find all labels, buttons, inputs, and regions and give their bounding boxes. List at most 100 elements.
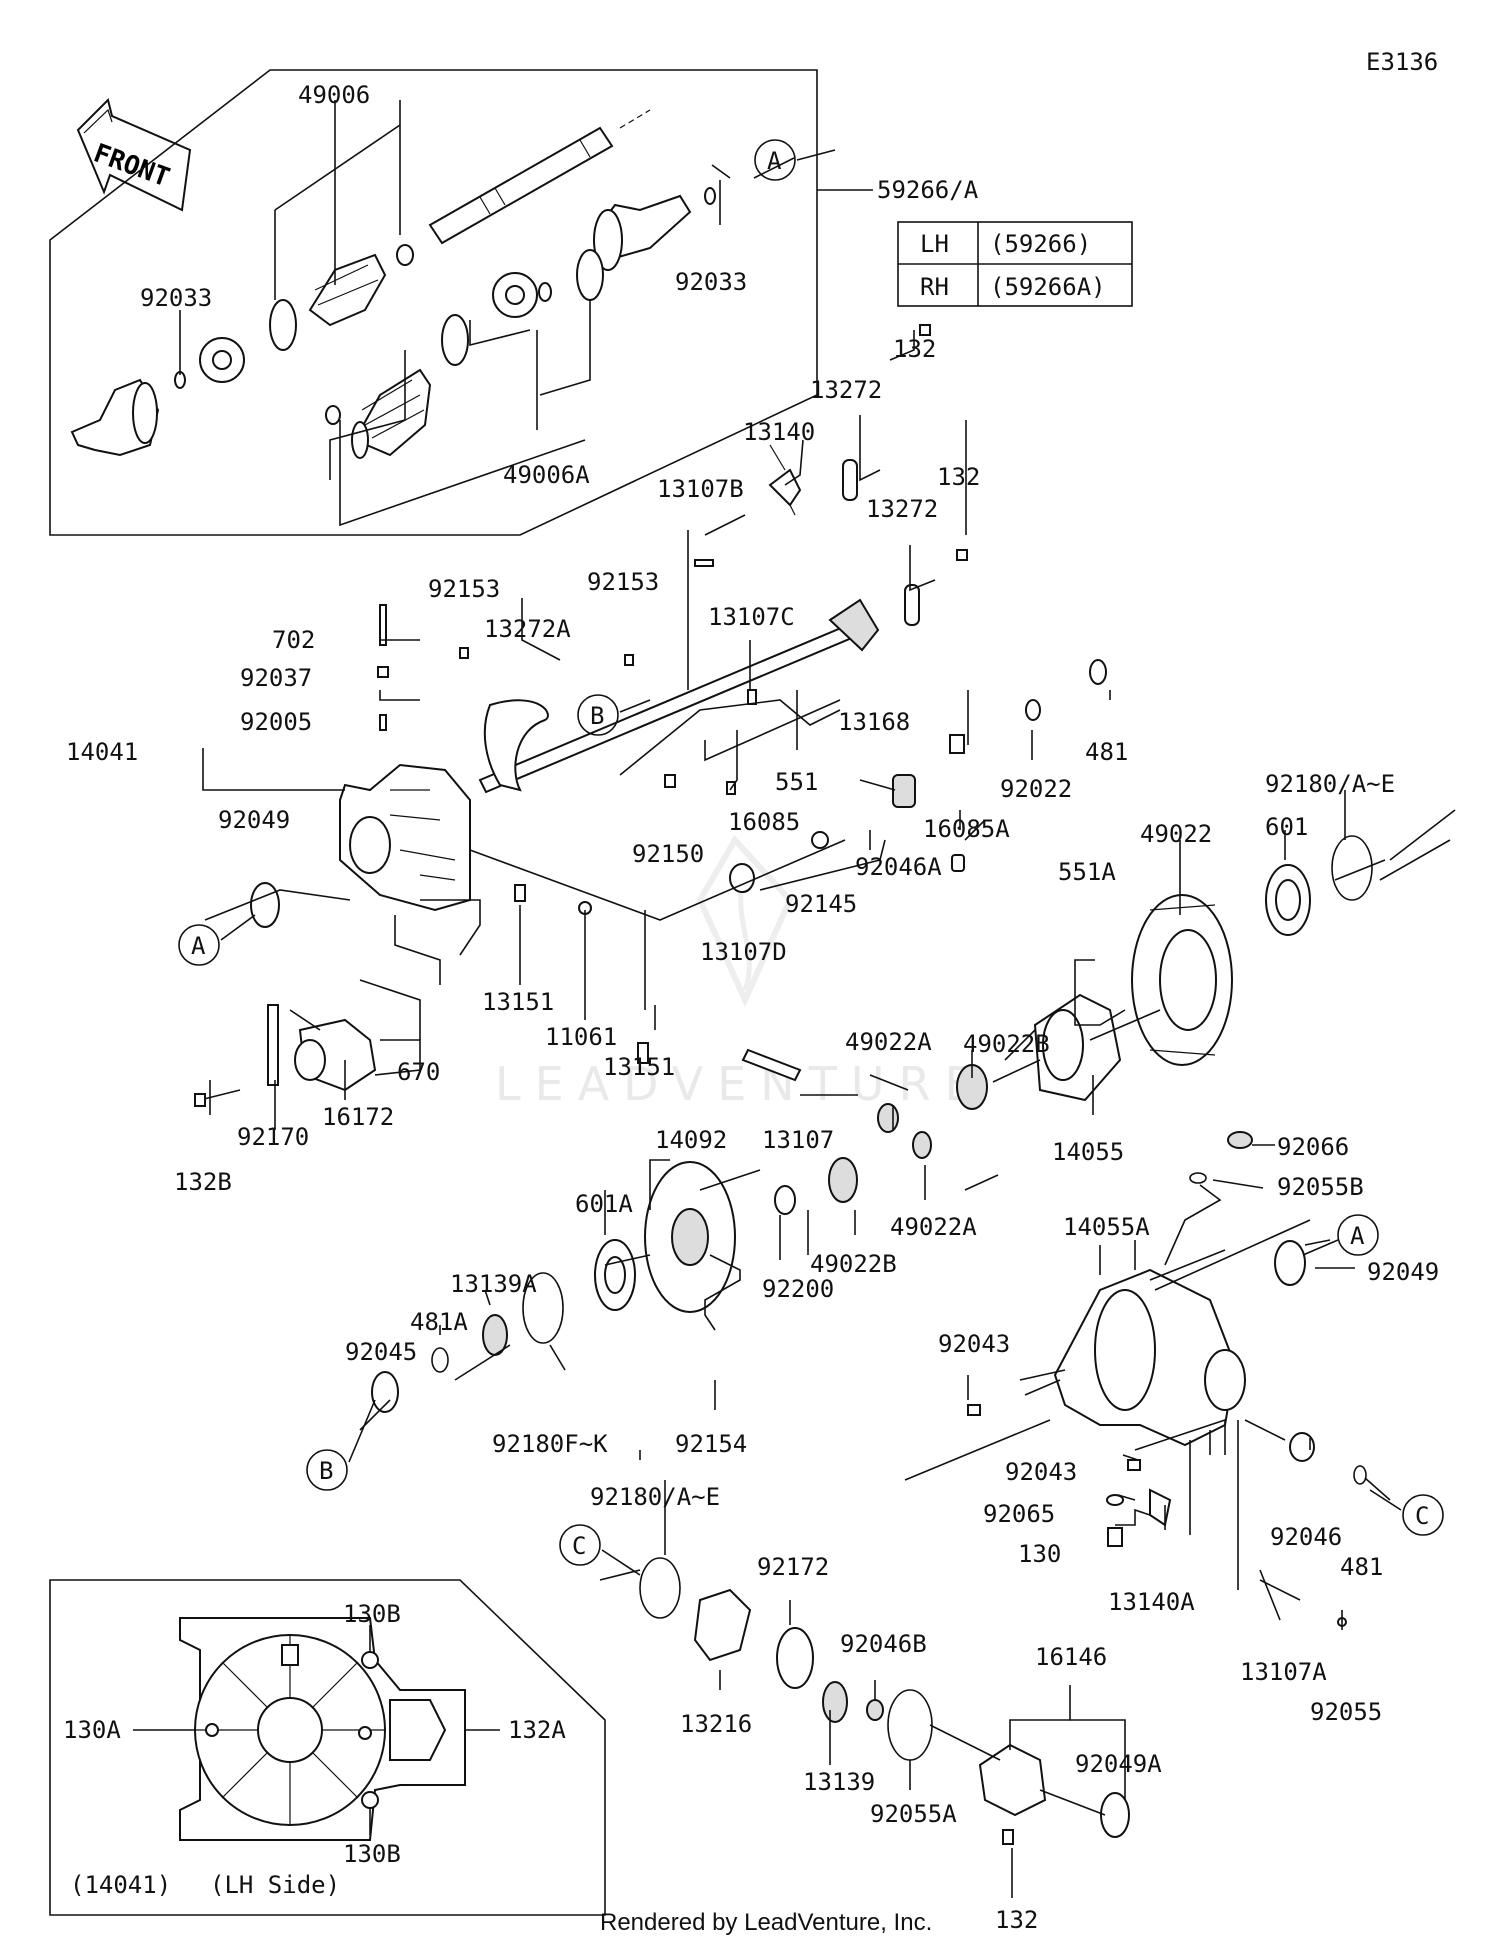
inset-caption-side: (LH Side) — [210, 1871, 340, 1899]
label-92180FK: 92180F~K — [492, 1430, 608, 1458]
label-16172: 16172 — [322, 1103, 394, 1131]
callout-circles: A B A B A C C — [178, 139, 1444, 1576]
label-13168: 13168 — [838, 708, 910, 736]
label-92145: 92145 — [785, 890, 857, 918]
watermark-text: LEADVENTURE — [495, 1057, 988, 1111]
label-130A: 130A — [63, 1716, 121, 1744]
label-16085A: 16085A — [923, 815, 1010, 843]
label-92055: 92055 — [1310, 1698, 1382, 1726]
cv-cages — [199, 272, 538, 383]
part-labels: 49006 59266/A 92033 92033 49006A 132 132… — [66, 81, 1439, 1934]
label-92154: 92154 — [675, 1430, 747, 1458]
label-16085: 16085 — [728, 808, 800, 836]
front-housing-14041 — [339, 763, 471, 912]
label-92049-b: 92049 — [1367, 1258, 1439, 1286]
callout-a-right: A — [1350, 1222, 1365, 1250]
label-481A: 481A — [410, 1308, 468, 1336]
bolt-132B — [194, 1089, 241, 1107]
label-13107D: 13107D — [700, 938, 787, 966]
table-rh-part: (59266A) — [990, 273, 1106, 301]
label-92022: 92022 — [1000, 775, 1072, 803]
label-92033-left: 92033 — [140, 284, 212, 312]
callout-c-right: C — [1415, 1502, 1429, 1530]
ring-481 — [1025, 659, 1107, 721]
driveshaft-assembly-frame — [49, 69, 873, 536]
label-92045: 92045 — [345, 1338, 417, 1366]
label-92043-a: 92043 — [938, 1330, 1010, 1358]
label-13107: 13107 — [762, 1126, 834, 1154]
label-14055: 14055 — [1052, 1138, 1124, 1166]
label-13151-b: 13151 — [603, 1053, 675, 1081]
actuator-16172 — [267, 1004, 377, 1092]
pins-and-bolts — [377, 324, 968, 1064]
callout-b-bottom: B — [319, 1457, 333, 1485]
label-92055A: 92055A — [870, 1800, 957, 1828]
oring-92180FK — [522, 1272, 564, 1344]
label-92065: 92065 — [983, 1500, 1055, 1528]
label-49006A: 49006A — [503, 461, 590, 489]
label-92153-a: 92153 — [428, 575, 500, 603]
table-lh: LH — [920, 230, 949, 258]
label-92049-a: 92049 — [218, 806, 290, 834]
label-13107C: 13107C — [708, 603, 795, 631]
label-92180AE-b: 92180/A~E — [590, 1483, 720, 1511]
label-132-a: 132 — [893, 335, 936, 363]
label-132B: 132B — [174, 1168, 232, 1196]
oring-92180-bottom — [639, 1557, 681, 1619]
seal-92049-left — [250, 882, 280, 928]
gear-13139 — [822, 1681, 884, 1723]
table-lh-part: (59266) — [990, 230, 1091, 258]
callout-a-left: A — [191, 932, 206, 960]
label-92046A: 92046A — [855, 853, 942, 881]
pinion-13216 — [693, 1588, 752, 1662]
label-13140A: 13140A — [1108, 1588, 1195, 1616]
oring-92180-top — [1331, 835, 1373, 901]
pin-13107 — [741, 1048, 802, 1082]
hub-14092 — [644, 1161, 736, 1313]
label-13272-b: 13272 — [866, 495, 938, 523]
inset-lh-side: 130B 130A 132A 130B (14041) (LH Side) — [49, 1579, 606, 1916]
label-92046B: 92046B — [840, 1630, 927, 1658]
label-49022A-a: 49022A — [845, 1028, 932, 1056]
fork-13140 — [768, 444, 802, 516]
label-601: 601 — [1265, 813, 1308, 841]
lh-rh-table: LH (59266) RH (59266A) — [897, 221, 1133, 307]
ring-gear-49022 — [1131, 894, 1233, 1066]
oring-92055A — [887, 1689, 933, 1761]
diff-case-14055 — [1033, 993, 1122, 1102]
outer-cv-joint — [70, 378, 160, 457]
link-plates-13272 — [842, 459, 920, 626]
rear-housing-14055A — [1053, 1268, 1246, 1447]
label-132-b: 132 — [937, 463, 980, 491]
label-14041: 14041 — [66, 738, 138, 766]
label-11061: 11061 — [545, 1023, 617, 1051]
inset-caption-part: (14041) — [70, 1871, 171, 1899]
label-92049A: 92049A — [1075, 1750, 1162, 1778]
label-702: 702 — [272, 626, 315, 654]
misc-rear-parts — [967, 1131, 1367, 1627]
label-601A: 601A — [575, 1190, 633, 1218]
label-92153-b: 92153 — [587, 568, 659, 596]
cover-16146 — [978, 1743, 1130, 1845]
front-arrow-icon: FRONT — [76, 98, 192, 212]
label-13151-a: 13151 — [482, 988, 554, 1016]
label-551A: 551A — [1058, 858, 1116, 886]
label-92180AE-a: 92180/A~E — [1265, 770, 1395, 798]
label-92005: 92005 — [240, 708, 312, 736]
label-13107B: 13107B — [657, 475, 744, 503]
table-rh: RH — [920, 273, 949, 301]
label-13216: 13216 — [680, 1710, 752, 1738]
label-49022A-b: 49022A — [890, 1213, 977, 1241]
label-49006: 49006 — [298, 81, 370, 109]
label-551: 551 — [775, 768, 818, 796]
label-92170: 92170 — [237, 1123, 309, 1151]
label-130B-a: 130B — [343, 1600, 401, 1628]
axle-shaft — [428, 109, 651, 245]
boot-inner — [308, 253, 387, 327]
label-13272A: 13272A — [484, 615, 571, 643]
label-92172: 92172 — [757, 1553, 829, 1581]
label-49022B-a: 49022B — [963, 1030, 1050, 1058]
rings-and-clips — [174, 187, 716, 425]
callout-b-top: B — [590, 702, 604, 730]
label-92043-b: 92043 — [1005, 1458, 1077, 1486]
